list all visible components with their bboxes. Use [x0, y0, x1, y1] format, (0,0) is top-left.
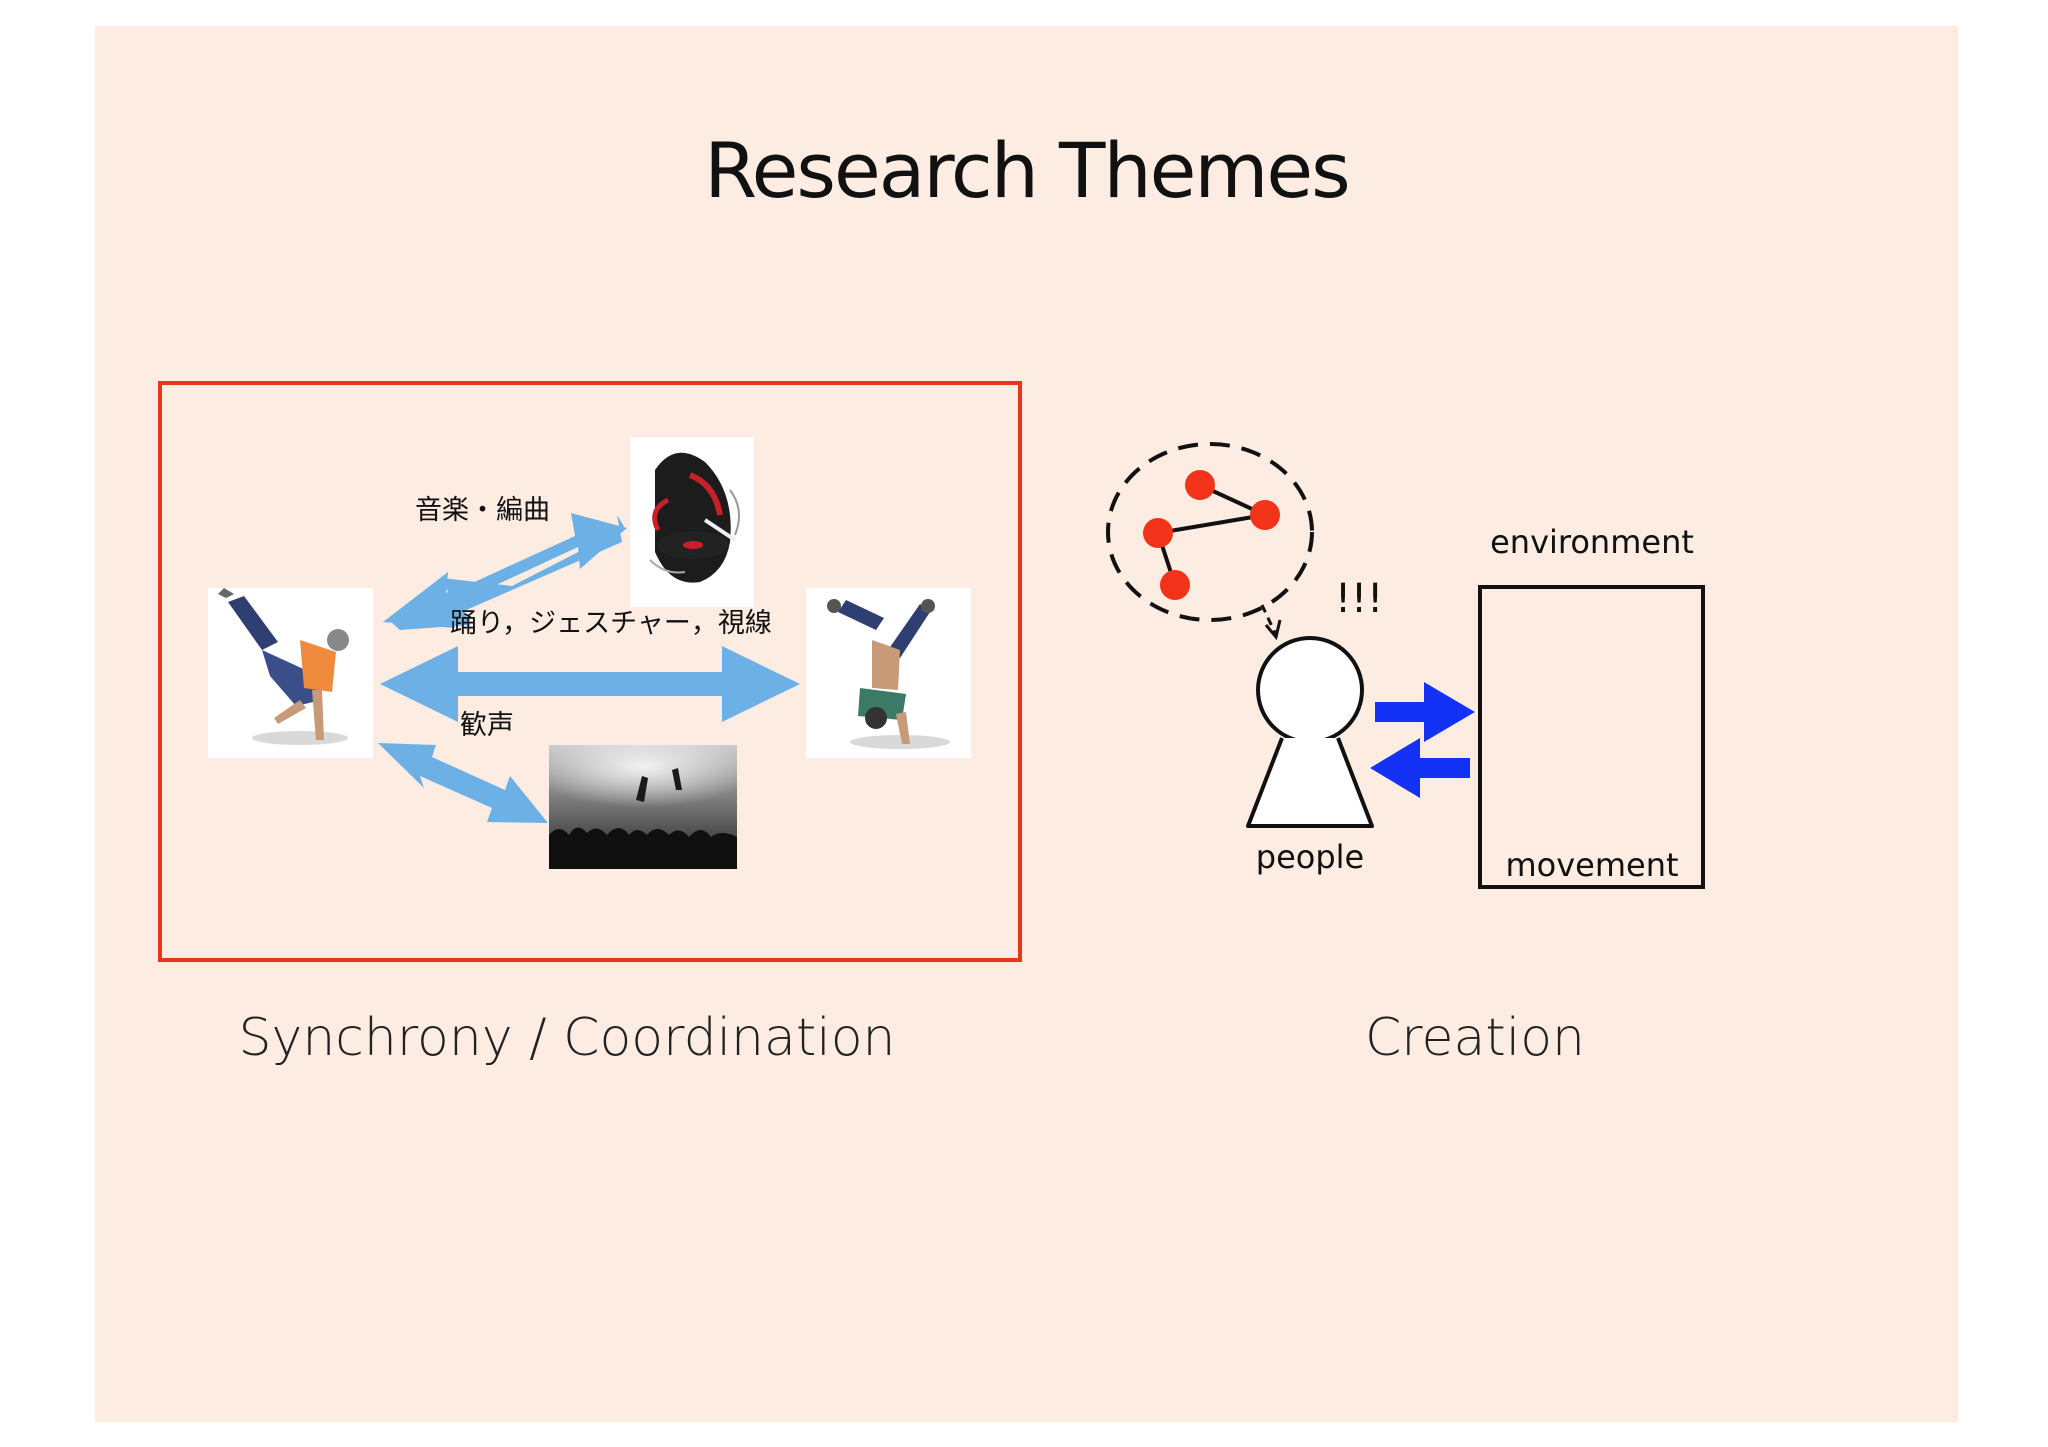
exclaim-text: !!!: [1335, 576, 1383, 622]
creation-caption: Creation: [1365, 1008, 1585, 1068]
music-double-arrow-head: [383, 513, 627, 628]
dj-image: [630, 437, 754, 607]
idea-node: [1143, 518, 1173, 548]
synchrony-frame: [158, 381, 1022, 962]
arrow-to-person: [1370, 738, 1470, 798]
people-label: people: [1256, 838, 1364, 876]
dancer-right-image: [806, 588, 971, 758]
dance-label: 踊り，ジェスチャー，視線: [450, 608, 772, 639]
environment-box: [1478, 585, 1705, 889]
synchrony-caption: Synchrony / Coordination: [239, 1008, 896, 1068]
thought-bubble: [1106, 442, 1314, 641]
idea-node: [1185, 470, 1215, 500]
slide-title: Research Themes: [704, 126, 1351, 215]
person-figure: [1246, 636, 1374, 828]
dance-double-arrow: [380, 646, 800, 722]
idea-node: [1250, 500, 1280, 530]
dancer-left-image: [208, 588, 373, 758]
music-label: 音楽・編曲: [415, 495, 550, 526]
idea-node: [1160, 570, 1190, 600]
movement-label: movement: [1505, 846, 1678, 884]
crowd-image: [549, 745, 737, 869]
cheer-label: 歓声: [460, 710, 514, 741]
arrow-to-environment: [1375, 682, 1475, 742]
environment-label: environment: [1490, 523, 1694, 561]
cheer-double-arrow: [378, 743, 548, 823]
slide-background: Research Themes: [95, 26, 1958, 1422]
